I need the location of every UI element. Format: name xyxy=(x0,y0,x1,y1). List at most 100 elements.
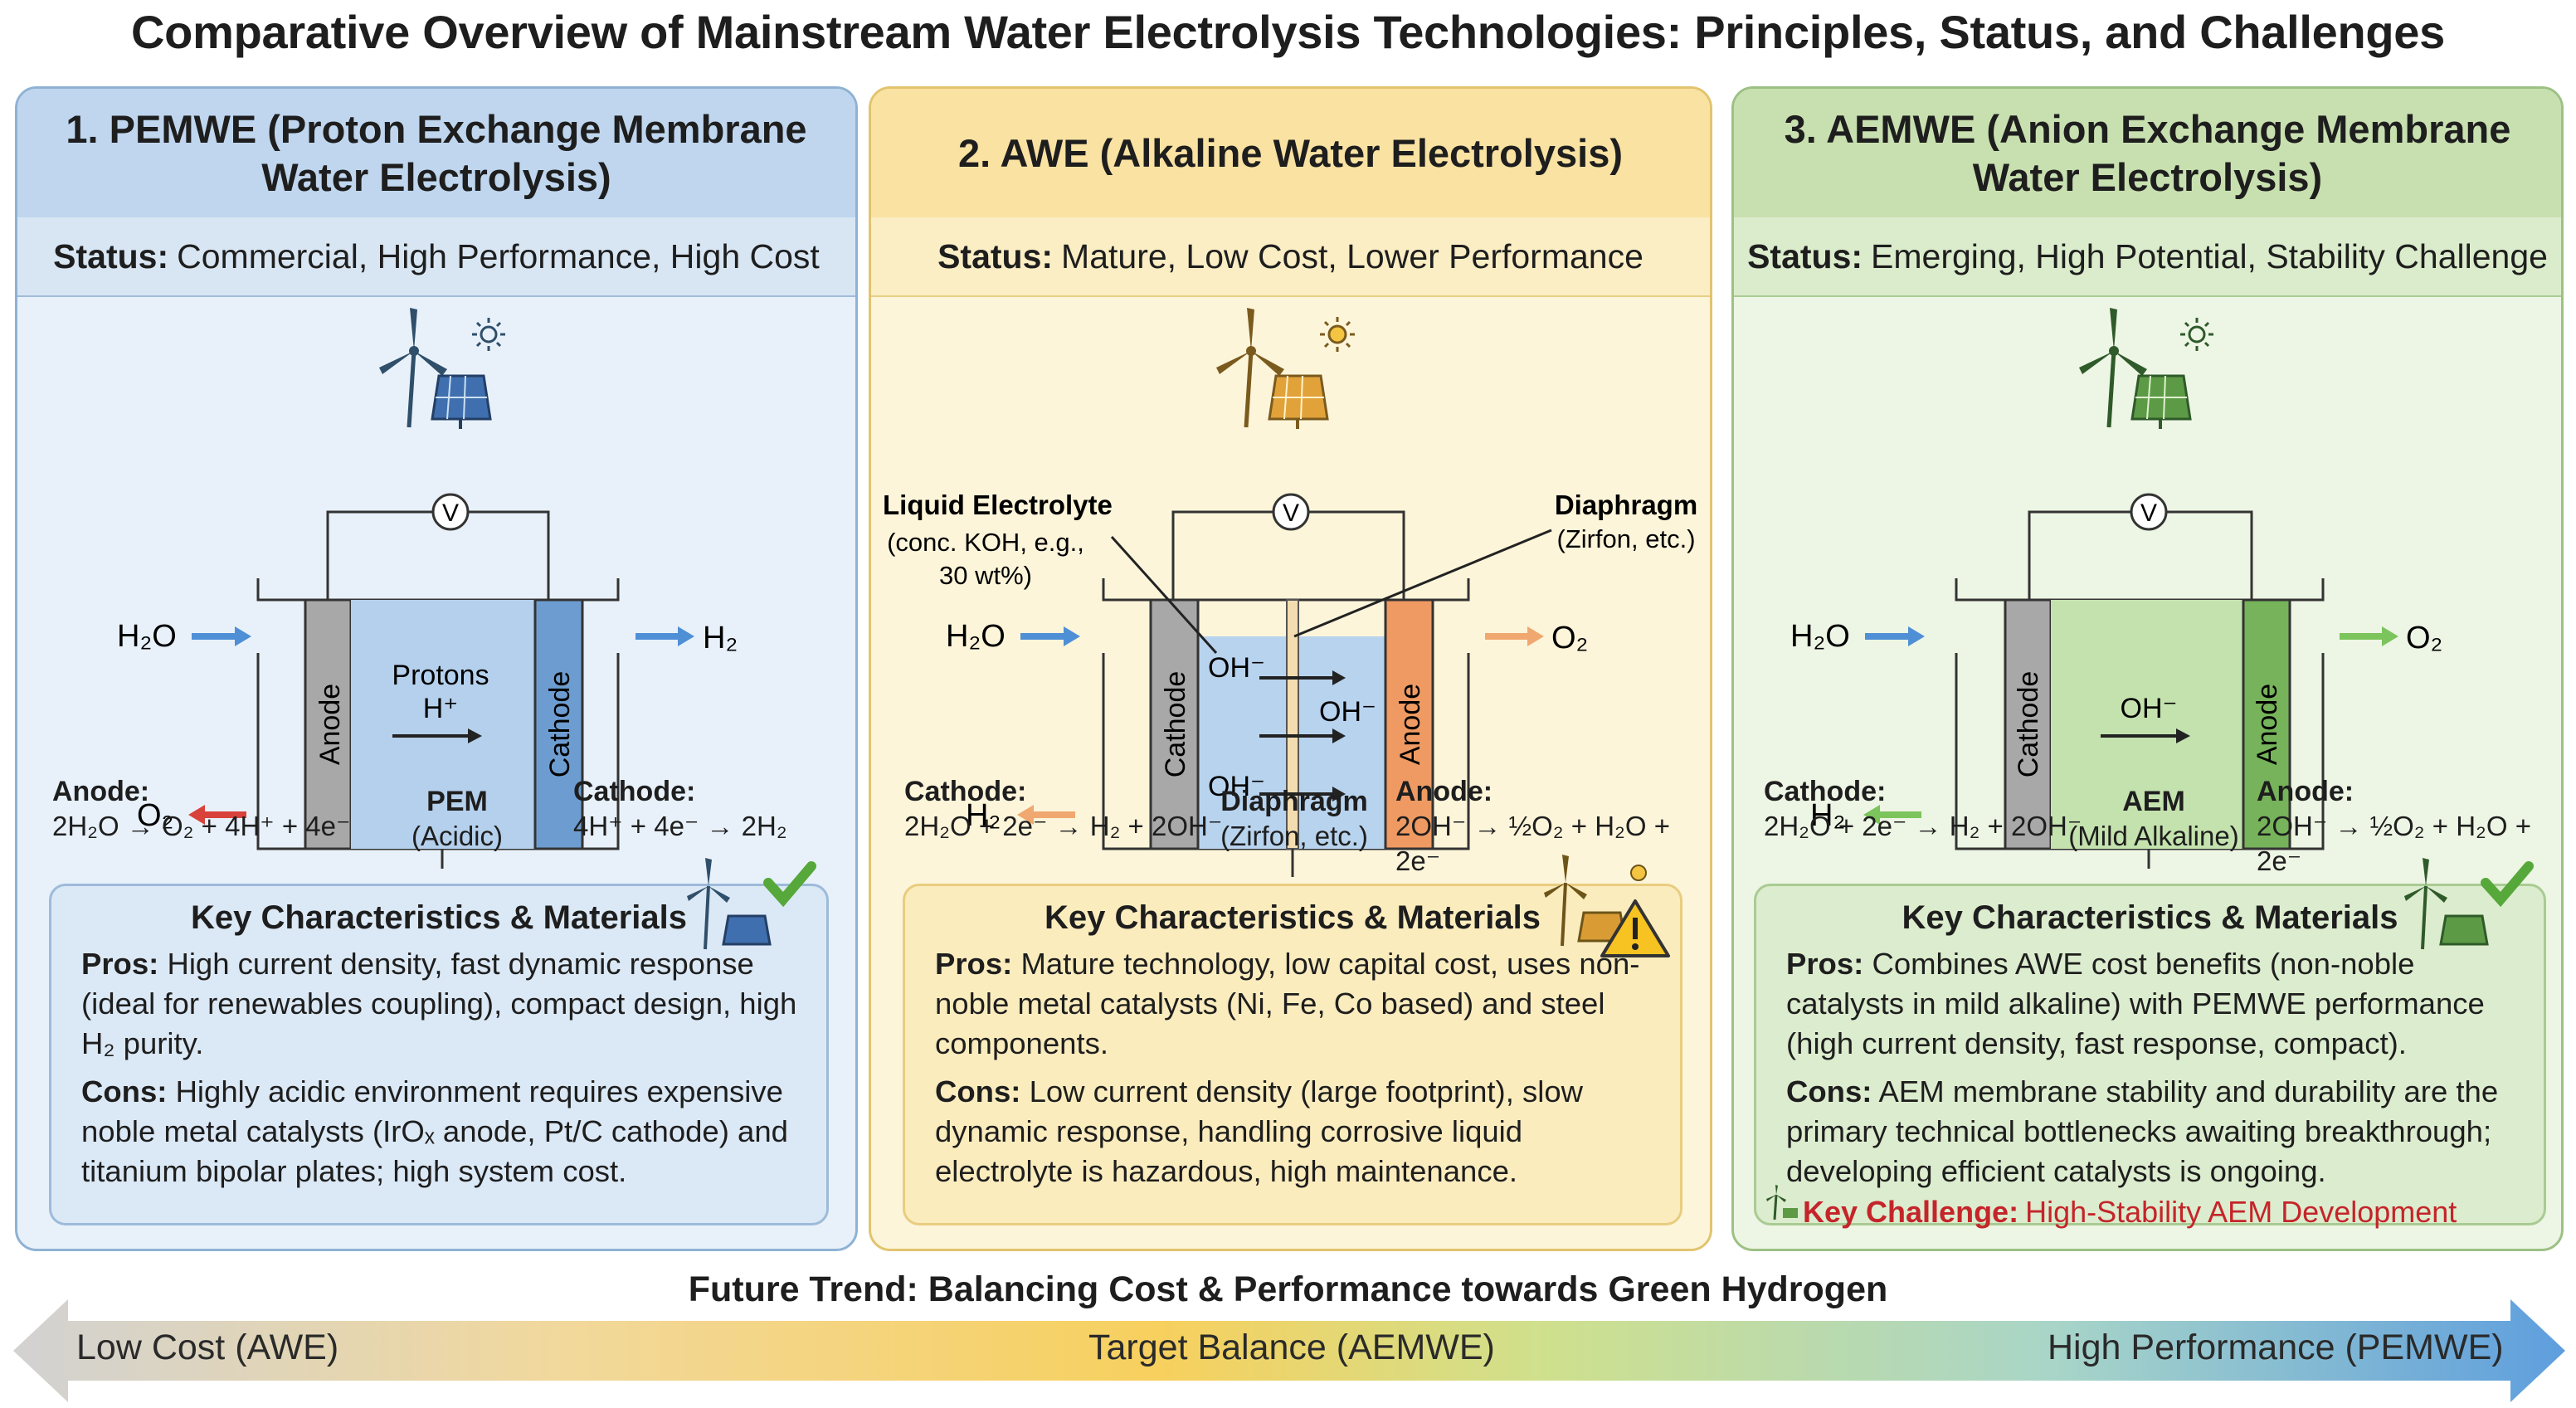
solar-panel-icon xyxy=(2130,374,2192,429)
wind-turbine-icon xyxy=(2079,308,2147,428)
trend-center-label: Target Balance (AEMWE) xyxy=(1088,1328,1495,1367)
output-top-label: H₂ xyxy=(703,621,738,655)
equation-left-text: 2H₂O → O₂ + 4H⁺ + 4e⁻ xyxy=(52,811,351,841)
equation-left-title: Cathode: xyxy=(904,776,1027,807)
key-characteristics-box: Key Characteristics & Materials Pros: Co… xyxy=(1754,858,2546,1229)
equation-left: Cathode: 2H₂O + 2e⁻ → H₂ + 2OH⁻ xyxy=(1764,774,2082,844)
membrane-label: PEM xyxy=(426,786,488,817)
pros-text: Combines AWE cost benefits (non-noble ca… xyxy=(1786,947,2485,1060)
anode-electrode xyxy=(1384,598,1434,850)
aemwe-cell-diagram: V Cathode Anode OH⁻ H₂O O₂ H₂ xyxy=(1790,308,2442,869)
output-bottom-label: H₂ xyxy=(966,798,1001,833)
status-label: Status: xyxy=(937,236,1054,275)
diaphragm-top-sub: (Zirfon, etc.) xyxy=(1556,524,1695,553)
input-label: H₂O xyxy=(946,619,1006,654)
page-title: Comparative Overview of Mainstream Water… xyxy=(131,6,2445,58)
pemwe-cell-diagram: V Anode Cathode Protons H⁺ H₂O H₂ O₂ xyxy=(117,308,738,869)
wind-turbine-icon xyxy=(379,308,447,428)
status-text: Emerging, High Potential, Stability Chal… xyxy=(1871,236,2548,275)
challenge-label: Key Challenge: xyxy=(1803,1195,2019,1229)
status-text: Mature, Low Cost, Lower Performance xyxy=(1061,236,1643,275)
equation-right: Cathode: 4H⁺ + 4e⁻ → 2H₂ xyxy=(573,774,787,844)
membrane-sub: (Acidic) xyxy=(411,821,503,851)
key-characteristics-box: Key Characteristics & Materials Pros: Hi… xyxy=(49,858,829,1225)
cons-label: Cons: xyxy=(935,1074,1021,1108)
anode-label: Anode xyxy=(314,684,346,765)
status-bar: Status: Emerging, High Potential, Stabil… xyxy=(1734,217,2561,297)
ion-label: OH⁻ xyxy=(2121,693,2178,724)
membrane-sub: (Zirfon, etc.) xyxy=(1220,821,1368,851)
equation-right-title: Cathode: xyxy=(573,776,696,807)
anode-label: Anode xyxy=(1395,684,1426,765)
electrolyte-title: Liquid Electrolyte xyxy=(883,490,1113,520)
key-text: Pros: Mature technology, low capital cos… xyxy=(935,944,1665,1200)
anode-label: Anode xyxy=(2252,684,2283,765)
cons-text: Highly acidic environment requires expen… xyxy=(81,1074,788,1188)
key-title: Key Characteristics & Materials xyxy=(190,899,688,936)
input-label: H₂O xyxy=(1790,619,1850,654)
cathode-electrode xyxy=(1149,598,1200,850)
challenge-text: High-Stability AEM Development xyxy=(2025,1195,2457,1229)
warning-icon xyxy=(1544,855,1670,957)
input-label: H₂O xyxy=(117,619,177,654)
equation-left-text: 2H₂O + 2e⁻ → H₂ + 2OH⁻ xyxy=(904,811,1223,841)
cathode-label: Cathode xyxy=(2013,671,2044,778)
equation-right: Anode: 2OH⁻ → ½O₂ + H₂O + 2e⁻ xyxy=(1395,774,1710,879)
voltmeter-icon: V xyxy=(1272,493,1310,531)
heading-line-1: 2. AWE (Alkaline Water Electrolysis) xyxy=(958,130,1623,175)
status-label: Status: xyxy=(1747,236,1863,275)
anode-electrode xyxy=(2242,598,2291,850)
pros-text: High current density, fast dynamic respo… xyxy=(81,947,797,1060)
equation-left: Cathode: 2H₂O + 2e⁻ → H₂ + 2OH⁻ xyxy=(904,774,1222,844)
cons-text: AEM membrane stability and durability ar… xyxy=(1786,1074,2499,1188)
equation-right: Anode: 2OH⁻ → ½O₂ + H₂O + 2e⁻ xyxy=(2257,774,2561,879)
voltmeter-label: V xyxy=(2140,499,2157,527)
heading-line-2: Water Electrolysis) xyxy=(1972,154,2323,199)
cathode-label: Cathode xyxy=(544,671,576,778)
membrane-caption: Diaphragm (Zirfon, etc.) xyxy=(1203,784,1385,854)
equation-left-title: Anode: xyxy=(52,776,150,807)
membrane-caption: PEM (Acidic) xyxy=(382,784,532,854)
equation-right-title: Anode: xyxy=(2257,776,2354,807)
output-top-label: O₂ xyxy=(2406,621,2442,655)
voltmeter-label: V xyxy=(1283,499,1299,527)
panel-awe: 2. AWE (Alkaline Water Electrolysis) Sta… xyxy=(869,86,1712,1251)
anode-electrode xyxy=(304,598,353,850)
cathode-label: Cathode xyxy=(1160,671,1191,778)
trend-arrow xyxy=(13,1299,2565,1402)
panel-aemwe: 3. AEMWE (Anion Exchange Membrane Water … xyxy=(1731,86,2564,1251)
cons-label: Cons: xyxy=(1786,1074,1872,1108)
trend-left-label: Low Cost (AWE) xyxy=(76,1328,339,1367)
key-challenge: Key Challenge:High-Stability AEM Develop… xyxy=(1803,1195,2457,1230)
cons-label: Cons: xyxy=(81,1074,168,1108)
trend-title: Future Trend: Balancing Cost & Performan… xyxy=(688,1269,1888,1309)
equation-left-text: 2H₂O + 2e⁻ → H₂ + 2OH⁻ xyxy=(1764,811,2082,841)
voltmeter-icon: V xyxy=(2130,493,2168,531)
panel-heading: 2. AWE (Alkaline Water Electrolysis) xyxy=(871,89,1710,217)
equation-left: Anode: 2H₂O → O₂ + 4H⁺ + 4e⁻ xyxy=(52,774,350,844)
equation-right-text: 2OH⁻ → ½O₂ + H₂O + 2e⁻ xyxy=(1395,811,1670,876)
pros-label: Pros: xyxy=(935,947,1013,981)
key-text: Pros: Combines AWE cost benefits (non-no… xyxy=(1786,944,2516,1200)
membrane-label: AEM xyxy=(2122,786,2185,817)
membrane-sub: (Mild Alkaline) xyxy=(2068,821,2239,851)
voltmeter-label: V xyxy=(442,499,459,527)
key-title: Key Characteristics & Materials xyxy=(1902,899,2398,936)
output-top-label: O₂ xyxy=(1551,621,1588,655)
panel-pemwe: 1. PEMWE (Proton Exchange Membrane Water… xyxy=(15,86,858,1251)
electrolyte-line-2: (conc. KOH, e.g., xyxy=(887,528,1084,557)
status-label: Status: xyxy=(53,236,169,275)
membrane-label: Diaphragm xyxy=(1220,786,1368,817)
heading-line-1: 3. AEMWE (Anion Exchange Membrane xyxy=(1784,106,2511,151)
panel-heading: 3. AEMWE (Anion Exchange Membrane Water … xyxy=(1734,89,2561,217)
pros-label: Pros: xyxy=(1786,947,1864,981)
equation-right-text: 4H⁺ + 4e⁻ → 2H₂ xyxy=(573,811,787,841)
pros-text: Mature technology, low capital cost, use… xyxy=(935,947,1640,1060)
sun-icon xyxy=(1320,317,1355,352)
diaphragm-top-label: Diaphragm xyxy=(1555,490,1697,520)
sun-icon xyxy=(472,318,505,351)
status-text: Commercial, High Performance, High Cost xyxy=(177,236,820,275)
trend-right-label: High Performance (PEMWE) xyxy=(2048,1328,2504,1367)
key-characteristics-box: Key Characteristics & Materials Pros: Ma… xyxy=(903,855,1682,1225)
output-bottom-label: H₂ xyxy=(1810,798,1845,833)
